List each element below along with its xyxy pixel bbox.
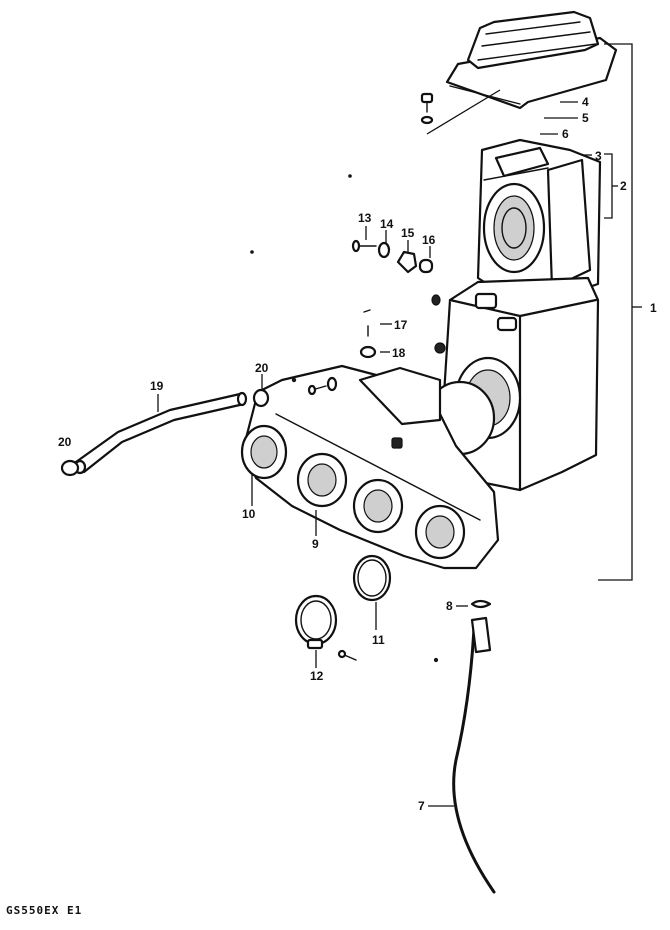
leader-lines xyxy=(157,101,592,807)
callout-3: 3 xyxy=(595,149,602,163)
callout-5: 5 xyxy=(582,111,589,125)
callout-14: 14 xyxy=(380,217,394,231)
callout-15: 15 xyxy=(401,226,415,240)
bracket-1 xyxy=(598,43,633,581)
callout-10: 10 xyxy=(242,507,256,521)
callout-6: 6 xyxy=(562,127,569,141)
breather-hose xyxy=(73,391,248,475)
callout-9: 9 xyxy=(312,537,319,551)
bracket-2 xyxy=(604,153,613,219)
callout-13: 13 xyxy=(358,211,372,225)
cover-screw xyxy=(420,92,434,125)
air-filter-element xyxy=(476,138,602,304)
clamp-band-11 xyxy=(352,554,392,602)
manifold-bolt xyxy=(291,376,338,396)
hardware-13-16 xyxy=(351,239,434,274)
callout-labels: 1 2 3 4 5 6 7 8 9 10 11 12 13 14 15 16 1… xyxy=(58,95,657,813)
intake-manifold xyxy=(240,364,500,570)
air-cleaner-cover xyxy=(445,10,618,110)
callout-16: 16 xyxy=(422,233,436,247)
callout-1: 1 xyxy=(650,301,657,315)
callout-8: 8 xyxy=(446,599,453,613)
callout-2: 2 xyxy=(620,179,627,193)
callout-4: 4 xyxy=(582,95,589,109)
callout-19: 19 xyxy=(150,379,164,393)
air-cleaner-box xyxy=(424,276,600,492)
callout-20: 20 xyxy=(255,361,269,375)
clamp-band-12 xyxy=(294,594,357,661)
hose-clamp-20-left xyxy=(60,459,80,477)
callout-17: 17 xyxy=(394,318,408,332)
drain-hose xyxy=(452,616,496,894)
hardware-17-18 xyxy=(359,309,377,359)
callout-11: 11 xyxy=(372,633,385,647)
callout-7: 7 xyxy=(418,799,425,813)
callout-20-left: 20 xyxy=(58,435,72,449)
callout-12: 12 xyxy=(310,669,324,683)
hose-clamp-20-right xyxy=(252,388,270,408)
hose-clip-8 xyxy=(470,599,492,609)
callout-18: 18 xyxy=(392,346,406,360)
model-code-label: GS550EX E1 xyxy=(6,904,83,917)
